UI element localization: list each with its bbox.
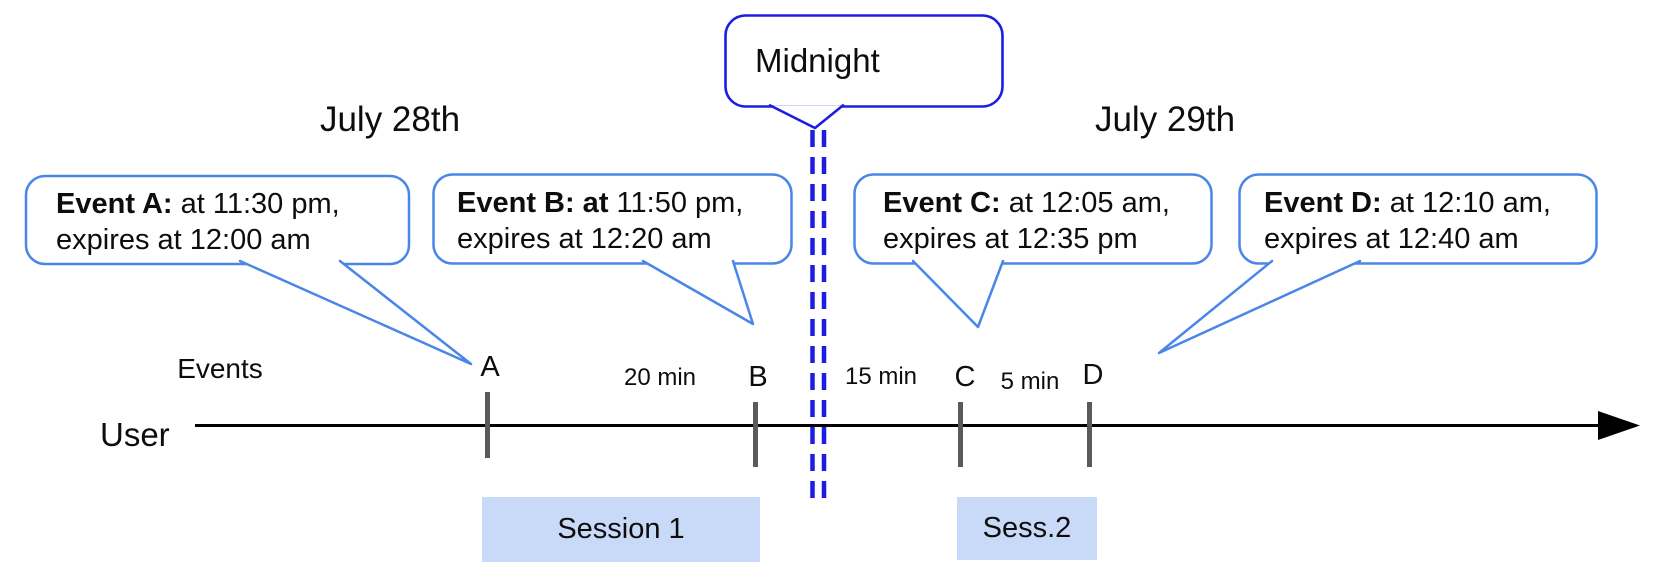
- callout-box-a: [24, 174, 411, 266]
- session2-box: [957, 497, 1097, 560]
- callout-text-b: Event B: at 11:50 pm, expires at 12:20 a…: [433, 175, 791, 265]
- midnight-label: Midnight: [755, 41, 880, 79]
- callout-tail-b: [641, 259, 755, 326]
- timeline-arrowhead-icon: [1598, 411, 1640, 440]
- tick-label-c: C: [954, 361, 976, 393]
- callout-box-b: [432, 173, 793, 265]
- midnight-callout-tail: [768, 104, 845, 130]
- callout-d-bold: Event D:: [1264, 187, 1382, 219]
- callout-c-line2: expires at 12:35 pm: [883, 223, 1138, 255]
- callout-a-rest: at 11:30 pm,: [172, 188, 340, 220]
- session2-label: Sess.2: [982, 512, 1072, 544]
- callout-c-bold: Event C:: [883, 187, 1001, 219]
- callout-text-c: Event C: at 12:05 am, expires at 12:35 p…: [854, 175, 1211, 265]
- interval-label-15min: 15 min: [844, 363, 918, 390]
- callout-b-bold: Event B: at: [457, 187, 609, 219]
- callout-a-bold: Event A:: [56, 188, 173, 220]
- callout-box-c: [853, 173, 1213, 265]
- callout-a-line2: expires at 12:00 am: [56, 224, 311, 256]
- interval-label-5min: 5 min: [1000, 368, 1060, 395]
- callout-text-a: Event A: at 11:30 pm, expires at 12:00 a…: [26, 176, 409, 266]
- tick-label-d: D: [1082, 359, 1104, 391]
- user-axis-label: User: [100, 416, 170, 453]
- session1-box: [482, 497, 760, 562]
- callout-a-line1: Event A: at 11:30 pm,: [56, 186, 409, 222]
- callout-b-line1: Event B: at 11:50 pm,: [457, 185, 791, 221]
- events-axis-label: Events: [177, 353, 263, 384]
- date-title-july-28: July 28th: [319, 100, 461, 139]
- callout-tail-a: [238, 259, 473, 366]
- session1-label: Session 1: [557, 513, 685, 545]
- callout-c-line1: Event C: at 12:05 am,: [883, 185, 1211, 221]
- callout-d-line1: Event D: at 12:10 am,: [1264, 185, 1596, 221]
- tick-label-b: B: [748, 361, 768, 393]
- tick-label-a: A: [480, 351, 500, 383]
- callout-tail-d: [1157, 259, 1362, 355]
- callout-text-d: Event D: at 12:10 am, expires at 12:40 a…: [1239, 175, 1596, 265]
- callout-tail-c: [911, 259, 1005, 329]
- callout-b-line2: expires at 12:20 am: [457, 223, 712, 255]
- callout-b-rest: 11:50 pm,: [608, 187, 744, 219]
- interval-label-20min: 20 min: [623, 364, 697, 391]
- date-title-july-29: July 29th: [1094, 100, 1236, 139]
- midnight-callout-box: [724, 14, 1004, 108]
- callout-d-line2: expires at 12:40 am: [1264, 223, 1519, 255]
- callout-box-d: [1238, 173, 1598, 265]
- callout-c-rest: at 12:05 am,: [1000, 187, 1170, 219]
- callout-d-rest: at 12:10 am,: [1381, 187, 1551, 219]
